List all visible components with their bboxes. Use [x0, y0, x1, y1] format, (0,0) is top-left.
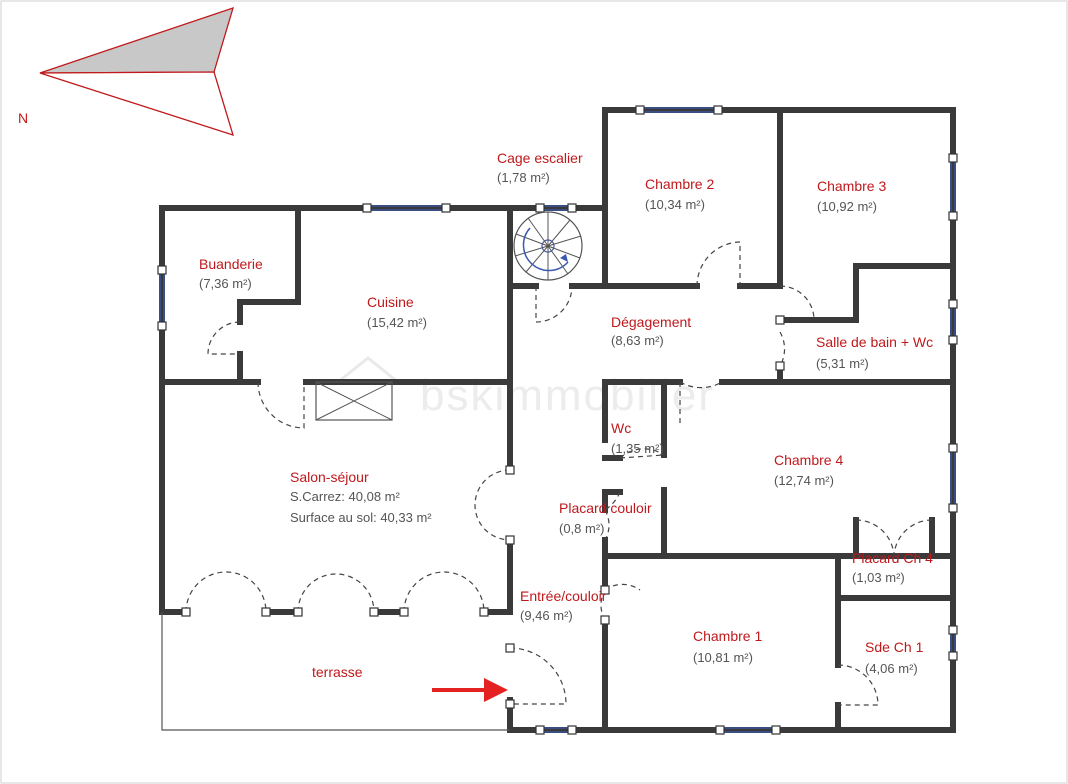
room-area-salon-sol: Surface au sol: 40,33 m² [290, 510, 432, 525]
compass-arrow-icon [39, 6, 234, 136]
room-area-placard-couloir: (0,8 m²) [559, 521, 605, 536]
room-label-salon-sejour: Salon-séjour [290, 469, 369, 485]
room-label-placard-ch4: Placard Ch 4 [852, 550, 933, 566]
room-area-chambre-2: (10,34 m²) [645, 197, 705, 212]
compass-north-label: N [18, 110, 28, 126]
room-area-wc: (1,35 m²) [611, 441, 664, 456]
door-jambs [181, 315, 785, 709]
room-label-chambre-3: Chambre 3 [817, 178, 886, 194]
room-area-chambre-4: (12,74 m²) [774, 473, 834, 488]
walls [159, 107, 956, 733]
room-area-degagement: (8,63 m²) [611, 333, 664, 348]
watermark-logo-icon [337, 356, 399, 384]
room-label-terrasse: terrasse [312, 664, 363, 680]
room-label-cuisine: Cuisine [367, 294, 414, 310]
room-area-cuisine: (15,42 m²) [367, 315, 427, 330]
windows [157, 105, 958, 735]
room-label-salle-de-bain-wc: Salle de bain + Wc [816, 334, 933, 350]
entrance-arrow-icon [432, 678, 508, 702]
room-label-chambre-4: Chambre 4 [774, 452, 843, 468]
room-area-sde-ch1: (4,06 m²) [865, 661, 918, 676]
spiral-staircase-icon [513, 211, 583, 281]
room-label-placard-couloir: Placard couloir [559, 500, 652, 516]
room-label-chambre-1: Chambre 1 [693, 628, 762, 644]
room-area-salon-carrez: S.Carrez: 40,08 m² [290, 489, 400, 504]
room-area-salle-de-bain-wc: (5,31 m²) [816, 356, 869, 371]
room-label-chambre-2: Chambre 2 [645, 176, 714, 192]
room-area-chambre-1: (10,81 m²) [693, 650, 753, 665]
room-label-sde-ch1: Sde Ch 1 [865, 639, 924, 655]
room-area-cage-escalier: (1,78 m²) [497, 170, 550, 185]
room-area-chambre-3: (10,92 m²) [817, 199, 877, 214]
room-area-placard-ch4: (1,03 m²) [852, 570, 905, 585]
watermark-text: bskimmobilier [420, 371, 715, 420]
room-area-entree-couloir: (9,46 m²) [520, 608, 573, 623]
room-label-degagement: Dégagement [611, 314, 691, 330]
room-label-entree-couloir: Entrée/couloir [520, 588, 607, 604]
kitchen-hood-icon [315, 381, 393, 421]
terrasse-outline [161, 612, 510, 731]
room-label-cage-escalier: Cage escalier [497, 150, 583, 166]
room-label-buanderie: Buanderie [199, 256, 263, 272]
room-label-wc: Wc [611, 420, 631, 436]
room-area-buanderie: (7,36 m²) [199, 276, 252, 291]
